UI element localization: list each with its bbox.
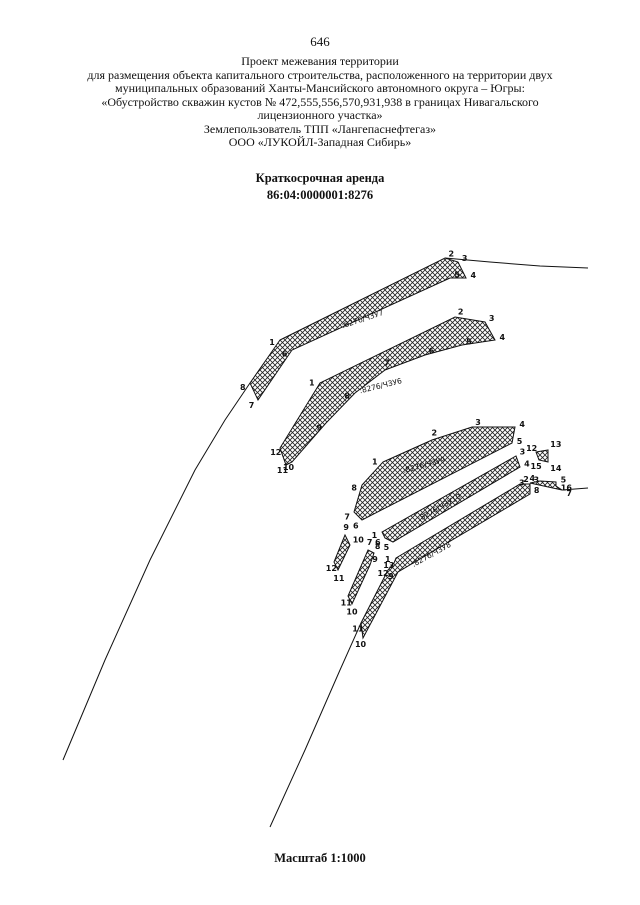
section-title: Краткосрочная аренда 86:04:0000001:8276 xyxy=(0,170,640,204)
vertex-number: 7 xyxy=(384,358,390,367)
vertex-number: 7 xyxy=(344,512,350,521)
vertex-number: 8 xyxy=(240,383,246,392)
vertex-number: 4 xyxy=(530,474,536,483)
header-line: для размещения объекта капитального стро… xyxy=(87,67,553,82)
vertex-number: 7 xyxy=(249,401,255,410)
header-line: лицензионного участка» xyxy=(257,108,383,122)
vertex-number: 3 xyxy=(462,254,468,263)
vertex-number: 1 xyxy=(372,458,378,467)
vertex-number: 3 xyxy=(489,314,495,323)
header-line: муниципальных образований Ханты-Мансийск… xyxy=(115,81,525,95)
vertex-number: 3 xyxy=(534,475,540,484)
vertex-number: 8 xyxy=(344,391,350,400)
vertex-number: 12 xyxy=(377,569,388,578)
vertex-number: 12 xyxy=(326,564,337,573)
sub-parcel-polygon xyxy=(529,480,563,491)
vertex-number: 14 xyxy=(550,464,562,473)
boundary-line xyxy=(444,257,589,269)
vertex-number: 6 xyxy=(282,349,288,358)
header-line: ООО «ЛУКОЙЛ-Западная Сибирь» xyxy=(228,135,412,149)
vertex-number: 15 xyxy=(531,462,543,471)
vertex-number: 3 xyxy=(519,478,525,487)
vertex-number: 13 xyxy=(383,561,394,570)
header-line: «Обустройство скважин кустов № 472,555,5… xyxy=(101,94,539,109)
page-number: 646 xyxy=(310,34,330,49)
map-scale: Масштаб 1:1000 xyxy=(274,851,366,865)
vertex-number: 8 xyxy=(375,542,381,551)
vertex-number: 4 xyxy=(524,459,530,468)
document-header: Проект межевания территории для размещен… xyxy=(60,54,580,150)
vertex-number: 3 xyxy=(520,448,526,457)
vertex-number: 9 xyxy=(372,555,378,564)
sub-parcel-polygon xyxy=(333,533,351,572)
vertex-number: 2 xyxy=(431,428,437,437)
vertex-number: 4 xyxy=(519,420,525,429)
vertex-number: 6 xyxy=(353,521,359,530)
vertex-number: 10 xyxy=(283,463,295,472)
vertex-number: 2 xyxy=(523,475,529,484)
vertex-number: 1 xyxy=(372,531,378,540)
cadastral-number: 86:04:0000001:8276 xyxy=(266,188,374,202)
vertex-number: 10 xyxy=(353,535,365,544)
vertex-number: 5 xyxy=(384,543,390,552)
header-line: Землепользователь ТПП «Лангепаснефтегаз» xyxy=(203,121,437,136)
vertex-number: 8 xyxy=(534,486,540,495)
vertex-number: 1 xyxy=(385,555,391,564)
vertex-number: 5 xyxy=(517,437,523,446)
vertex-number: 6 xyxy=(429,347,435,356)
parcel-polygon xyxy=(353,426,516,521)
header-line: Проект межевания территории xyxy=(241,54,399,68)
vertex-number: 1 xyxy=(269,338,275,347)
boundary-line xyxy=(62,382,251,761)
vertex-number: 13 xyxy=(550,440,561,449)
vertex-number: 4 xyxy=(499,333,505,342)
vertex-number: 11 xyxy=(352,625,364,634)
vertex-number: 7 xyxy=(367,538,373,547)
parcel-label: :8276/ЧЗУ10 xyxy=(416,492,463,524)
vertex-number: 16 xyxy=(561,484,573,493)
vertex-number: 9 xyxy=(316,424,322,433)
vertex-number: 10 xyxy=(355,640,367,649)
vertex-number: 3 xyxy=(475,418,481,427)
vertex-number: 6 xyxy=(375,538,381,547)
vertex-number: 2 xyxy=(458,308,464,317)
vertex-number: 8 xyxy=(351,484,357,493)
vertex-number: 11 xyxy=(341,599,353,608)
vertex-number: 12 xyxy=(270,448,281,457)
vertex-number: 5 xyxy=(561,475,567,484)
sub-parcel-polygon xyxy=(347,549,375,606)
vertex-number: 9 xyxy=(343,523,349,532)
vertex-number: 9 xyxy=(388,572,394,581)
vertex-number: 4 xyxy=(470,271,476,280)
vertex-number: 12 xyxy=(526,444,537,453)
parcel-polygon xyxy=(279,316,496,466)
vertex-number: 1 xyxy=(309,379,315,388)
vertex-number: 2 xyxy=(448,249,454,258)
vertex-number: 7 xyxy=(566,489,572,498)
vertex-number: 5 xyxy=(466,337,472,346)
vertex-number: 10 xyxy=(346,608,358,617)
boundary-line xyxy=(561,487,589,491)
parcel-polygon xyxy=(381,455,521,543)
sub-parcel-polygon xyxy=(535,449,549,463)
boundary-line xyxy=(269,622,362,828)
parcel-polygon xyxy=(249,257,467,402)
parcel-polygon xyxy=(360,483,531,640)
vertex-number: 11 xyxy=(277,466,289,475)
vertex-number: 11 xyxy=(333,574,345,583)
lease-type: Краткосрочная аренда xyxy=(255,171,385,185)
vertex-number: 5 xyxy=(454,271,460,280)
